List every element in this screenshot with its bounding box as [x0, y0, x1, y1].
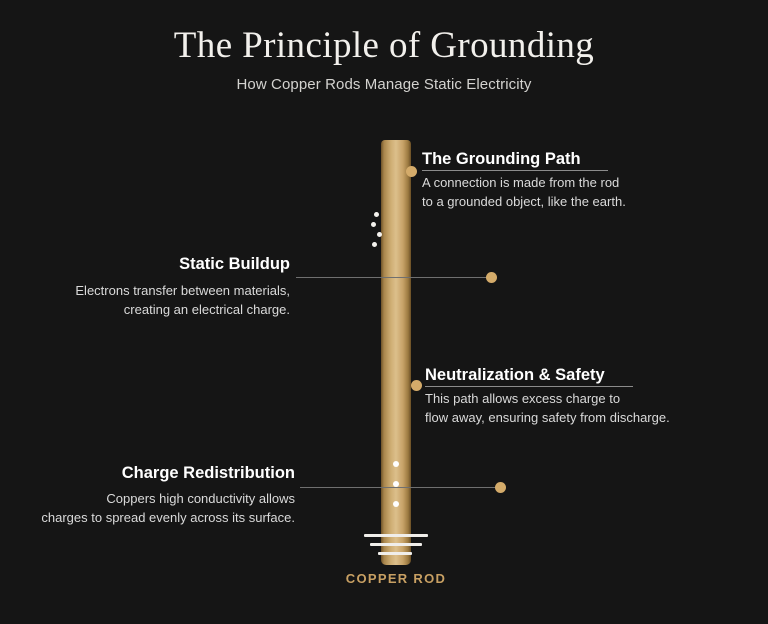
callout-heading: Neutralization & Safety: [425, 366, 605, 384]
callout-body: Coppers high conductivity allows charges…: [41, 491, 295, 525]
charge-dot: [393, 461, 399, 467]
page-subtitle: How Copper Rods Manage Static Electricit…: [236, 76, 532, 93]
ground-symbol-bar-1: [364, 534, 428, 537]
charge-dot: [393, 481, 399, 487]
callout-heading: Charge Redistribution: [121, 464, 295, 482]
callout-charge-redistribution: Charge Redistribution Coppers high condu…: [10, 463, 295, 527]
page-title: The Principle of Grounding: [173, 25, 595, 66]
callout-static-buildup: Static Buildup Electrons transfer betwee…: [20, 254, 290, 319]
callout-neutralization-safety: Neutralization & Safety This path allows…: [425, 365, 725, 427]
callout-underline: [425, 386, 633, 387]
static-spark-dot: [371, 222, 376, 227]
static-spark-dot: [374, 212, 379, 217]
callout-marker-charge-redistribution[interactable]: [495, 482, 506, 493]
leader-line-static-buildup: [296, 277, 492, 278]
leader-line-charge-redistribution: [300, 487, 501, 488]
ground-symbol-bar-3: [378, 552, 412, 555]
callout-grounding-path: The Grounding Path A connection is made …: [422, 149, 702, 211]
charge-dot: [393, 501, 399, 507]
callout-body: A connection is made from the rod to a g…: [422, 175, 626, 209]
static-spark-dot: [377, 232, 382, 237]
copper-rod-label: COPPER ROD: [345, 571, 447, 586]
callout-marker-grounding-path[interactable]: [406, 166, 417, 177]
callout-body: Electrons transfer between materials, cr…: [75, 283, 290, 317]
callout-body: This path allows excess charge to flow a…: [425, 391, 670, 425]
callout-marker-neutralization-safety[interactable]: [411, 380, 422, 391]
static-spark-dot: [372, 242, 377, 247]
ground-symbol-bar-2: [370, 543, 422, 546]
callout-heading: Static Buildup: [179, 255, 290, 273]
callout-marker-static-buildup[interactable]: [486, 272, 497, 283]
callout-underline: [422, 170, 608, 171]
copper-rod: [381, 140, 411, 565]
callout-heading: The Grounding Path: [422, 150, 581, 168]
